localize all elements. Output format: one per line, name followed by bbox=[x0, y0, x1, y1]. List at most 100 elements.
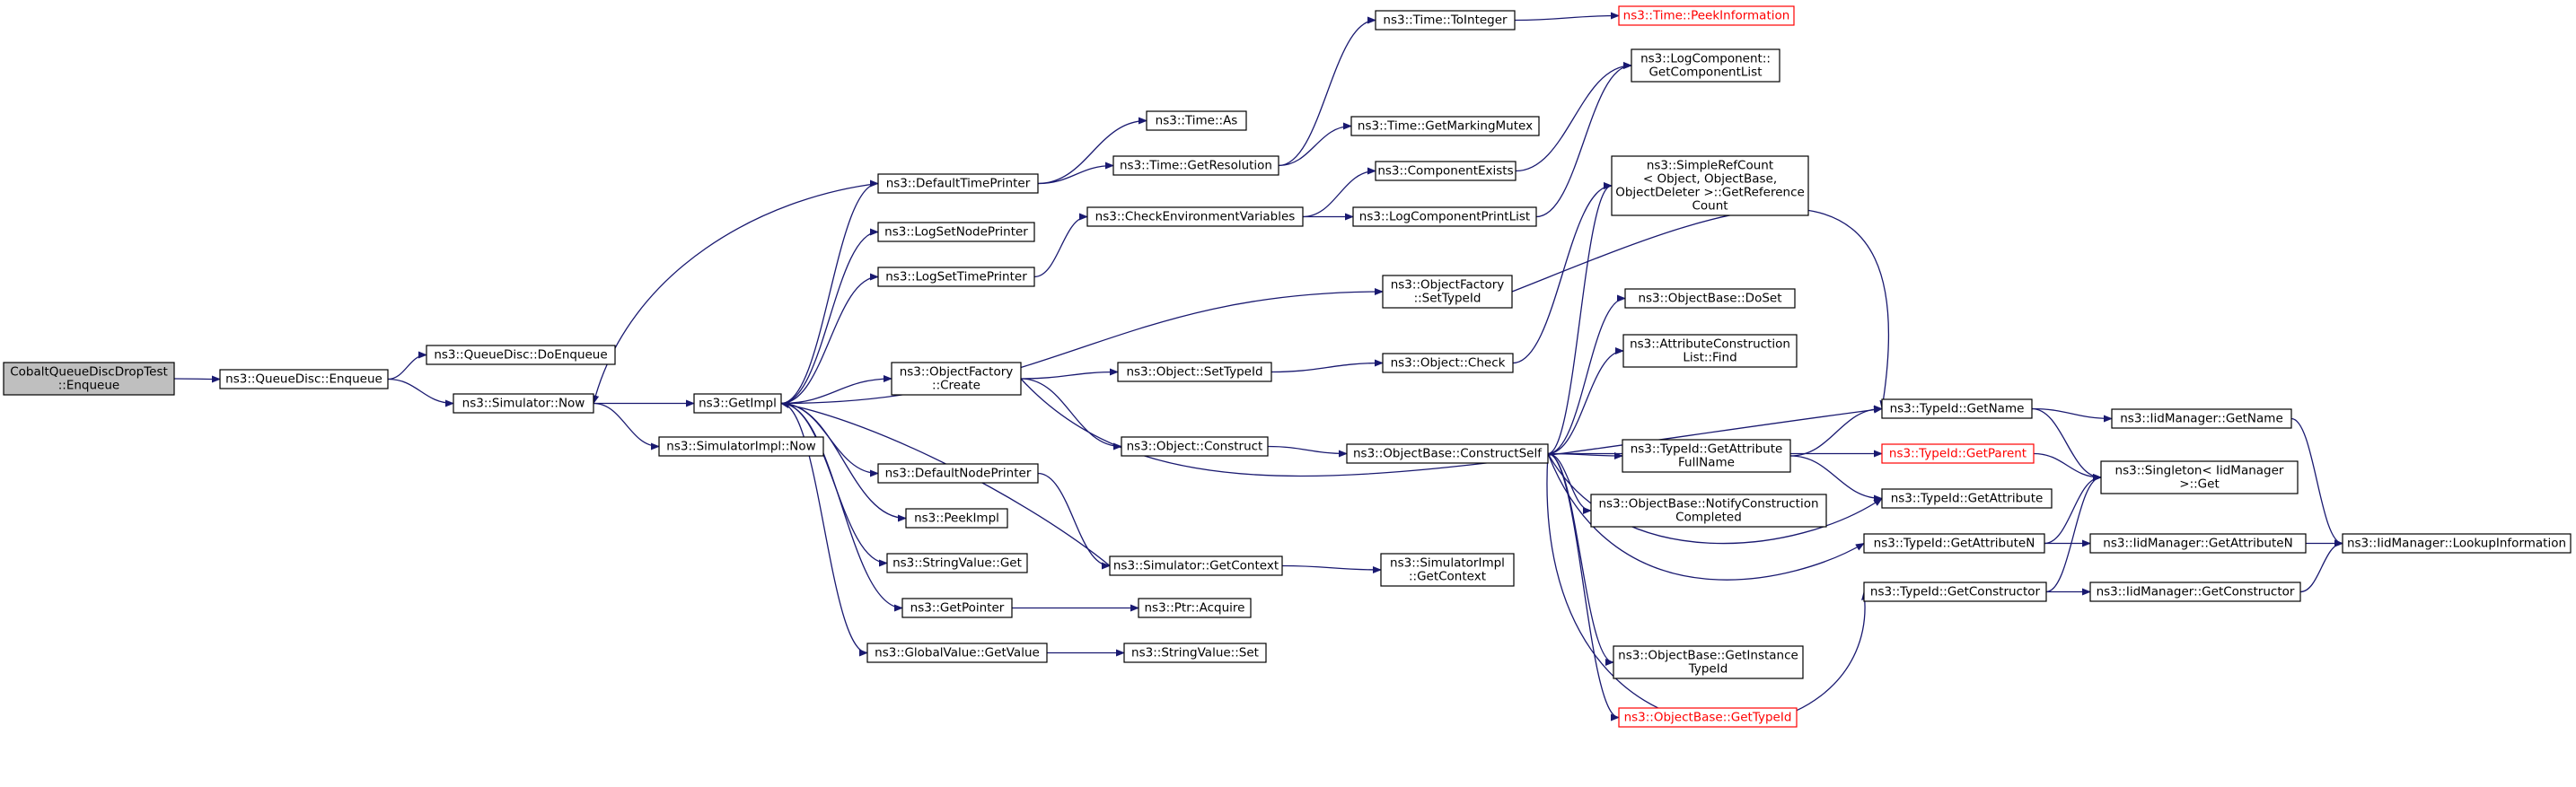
call-edge-line bbox=[1515, 62, 1632, 172]
node-label: ns3::Time::GetResolution bbox=[1120, 159, 1272, 173]
graph-node-time-as[interactable]: ns3::Time::As bbox=[1146, 110, 1247, 131]
call-edge-log_component_printlist-to-log_getcomponentlist bbox=[1535, 62, 1632, 218]
call-edge-object_check-to-simplerefcount bbox=[1512, 182, 1613, 364]
call-edge-qd_enqueue-to-sim_now bbox=[387, 378, 454, 407]
call-edge-typeid_getname-to-iid_getname bbox=[2031, 407, 2113, 423]
graph-node-typeid-getname[interactable]: ns3::TypeId::GetName bbox=[1881, 398, 2033, 419]
graph-node-objectbase-doset[interactable]: ns3::ObjectBase::DoSet bbox=[1624, 288, 1796, 309]
node-label: ::GetContext bbox=[1409, 570, 1486, 584]
graph-node-qd-enqueue[interactable]: ns3::QueueDisc::Enqueue bbox=[219, 369, 389, 389]
node-box bbox=[1613, 645, 1804, 679]
graph-node-getpointer[interactable]: ns3::GetPointer bbox=[901, 598, 1013, 618]
node-box bbox=[901, 598, 1013, 618]
node-box bbox=[877, 173, 1039, 194]
graph-node-log-getcomponentlist[interactable]: ns3::LogComponent::GetComponentList bbox=[1631, 48, 1780, 83]
graph-node-ptr-acquire[interactable]: ns3::Ptr::Acquire bbox=[1138, 598, 1252, 618]
graph-node-objectbase-gettypeid[interactable]: ns3::ObjectBase::GetTypeId bbox=[1618, 707, 1798, 728]
graph-node-typeid-getparent[interactable]: ns3::TypeId::GetParent bbox=[1881, 443, 2035, 464]
node-label: ns3::IidManager::GetConstructor bbox=[2097, 585, 2295, 599]
node-box bbox=[2100, 460, 2299, 494]
graph-node-time-tointeger[interactable]: ns3::Time::ToInteger bbox=[1375, 10, 1516, 31]
call-edge-check_env-to-component_exists bbox=[1302, 167, 1376, 218]
call-edge-iid_getconstructor-to-iid_lookupinformation bbox=[2299, 539, 2343, 593]
call-edge-qd_enqueue-to-qd_doenqueue bbox=[387, 351, 427, 380]
call-edge-line bbox=[1033, 213, 1088, 278]
node-label: ns3::ObjectBase::GetInstance bbox=[1618, 649, 1798, 663]
graph-node-singleton-get[interactable]: ns3::Singleton< IidManager>::Get bbox=[2100, 460, 2299, 494]
graph-node-object-construct[interactable]: ns3::Object::Construct bbox=[1121, 436, 1269, 457]
node-label: ns3::LogSetTimePrinter bbox=[885, 270, 1027, 284]
graph-node-typeid-getattributen[interactable]: ns3::TypeId::GetAttributeN bbox=[1863, 533, 2045, 554]
graph-node-log-node-printer[interactable]: ns3::LogSetNodePrinter bbox=[877, 222, 1035, 242]
node-label: ns3::StringValue::Get bbox=[892, 556, 1022, 571]
call-edge-typeid_getname-to-singleton_get bbox=[2031, 407, 2102, 481]
graph-node-sim-getcontext[interactable]: ns3::Simulator::GetContext bbox=[1109, 555, 1283, 576]
graph-node-default-node-printer[interactable]: ns3::DefaultNodePrinter bbox=[877, 463, 1039, 484]
graph-node-sim-now[interactable]: ns3::Simulator::Now bbox=[453, 393, 594, 414]
graph-node-qd-doenqueue[interactable]: ns3::QueueDisc::DoEnqueue bbox=[426, 345, 616, 365]
node-label: ns3::TypeId::GetAttribute bbox=[1891, 492, 2044, 506]
node-box bbox=[1352, 206, 1537, 227]
node-label: ns3::AttributeConstruction bbox=[1630, 337, 1790, 352]
call-edge-line bbox=[1037, 117, 1147, 185]
graph-node-simimpl-now[interactable]: ns3::SimulatorImpl::Now bbox=[658, 436, 824, 457]
graph-node-stringvalue-set[interactable]: ns3::StringValue::Set bbox=[1123, 643, 1267, 663]
call-edge-line bbox=[1547, 294, 1626, 455]
graph-node-check-env[interactable]: ns3::CheckEnvironmentVariables bbox=[1086, 206, 1304, 227]
graph-node-peekimpl[interactable]: ns3::PeekImpl bbox=[905, 508, 1008, 529]
call-edge-sim_getcontext-to-getimpl bbox=[780, 401, 1111, 567]
node-label: ns3::SimulatorImpl bbox=[1390, 556, 1505, 571]
graph-node-root[interactable]: CobaltQueueDiscDropTest::Enqueue bbox=[3, 362, 175, 396]
node-box bbox=[1375, 161, 1517, 181]
node-label: FullName bbox=[1678, 456, 1735, 470]
call-edge-line bbox=[780, 288, 1384, 405]
graph-node-log-time-printer[interactable]: ns3::LogSetTimePrinter bbox=[877, 267, 1035, 287]
graph-node-globalvalue-getvalue[interactable]: ns3::GlobalValue::GetValue bbox=[866, 643, 1048, 663]
call-edge-line bbox=[780, 228, 879, 405]
graph-node-simimpl-getcontext[interactable]: ns3::SimulatorImpl::GetContext bbox=[1380, 553, 1515, 587]
node-label: ns3::Simulator::GetContext bbox=[1113, 559, 1279, 573]
graph-node-iid-getattributen[interactable]: ns3::IidManager::GetAttributeN bbox=[2089, 533, 2307, 554]
call-edge-getimpl-to-objfactory_create bbox=[780, 375, 892, 405]
graph-node-time-getmarkingmutex[interactable]: ns3::Time::GetMarkingMutex bbox=[1350, 116, 1540, 136]
node-label: ns3::TypeId::GetAttributeN bbox=[1874, 537, 2035, 551]
graph-node-object-settypeid[interactable]: ns3::Object::SetTypeId bbox=[1117, 362, 1272, 382]
node-label: GetComponentList bbox=[1648, 66, 1762, 80]
node-label: ns3::ComponentExists bbox=[1377, 164, 1513, 179]
graph-node-component-exists[interactable]: ns3::ComponentExists bbox=[1375, 161, 1517, 181]
call-edge-typeid_getconstructor-to-singleton_get bbox=[2045, 474, 2102, 593]
node-label: ns3::GlobalValue::GetValue bbox=[875, 646, 1040, 660]
node-box bbox=[1146, 110, 1247, 131]
graph-node-objectbase-constructself[interactable]: ns3::ObjectBase::ConstructSelf bbox=[1346, 443, 1549, 464]
graph-node-objfactory-settypeid[interactable]: ns3::ObjectFactory::SetTypeId bbox=[1382, 275, 1513, 309]
graph-node-time-peekinformation[interactable]: ns3::Time::PeekInformation bbox=[1618, 5, 1795, 26]
graph-node-objfactory-create[interactable]: ns3::ObjectFactory::Create bbox=[891, 362, 1022, 396]
graph-node-log-component-printlist[interactable]: ns3::LogComponentPrintList bbox=[1352, 206, 1537, 227]
node-label: ns3::SimulatorImpl::Now bbox=[666, 440, 815, 454]
graph-node-getimpl[interactable]: ns3::GetImpl bbox=[693, 393, 782, 414]
call-edge-objectbase_constructself-to-objectbase_doset bbox=[1547, 294, 1626, 455]
graph-node-typeid-getattribute[interactable]: ns3::TypeId::GetAttribute bbox=[1881, 488, 2053, 509]
node-box bbox=[1622, 334, 1798, 368]
graph-node-iid-lookupinformation[interactable]: ns3::IidManager::LookupInformation bbox=[2342, 533, 2572, 554]
call-edge-line bbox=[2033, 452, 2102, 481]
graph-node-iid-getname[interactable]: ns3::IidManager::GetName bbox=[2111, 408, 2292, 429]
graph-node-stringvalue-get[interactable]: ns3::StringValue::Get bbox=[886, 553, 1028, 573]
graph-node-time-getresolution[interactable]: ns3::Time::GetResolution bbox=[1112, 155, 1279, 176]
graph-node-default-time-printer[interactable]: ns3::DefaultTimePrinter bbox=[877, 173, 1039, 194]
node-label: ns3::ObjectBase::ConstructSelf bbox=[1353, 447, 1543, 461]
node-box bbox=[886, 553, 1028, 573]
graph-node-objectbase-notify[interactable]: ns3::ObjectBase::NotifyConstructionCompl… bbox=[1590, 494, 1827, 528]
graph-node-object-check[interactable]: ns3::Object::Check bbox=[1382, 353, 1514, 373]
call-edge-default_time_printer-to-sim_now bbox=[592, 182, 879, 405]
call-edge-objectbase_constructself-to-objectbase_getinstance bbox=[1547, 452, 1614, 666]
call-edge-getimpl-to-objfactory_settypeid bbox=[780, 288, 1384, 405]
call-edge-objectbase_constructself-to-objectbase_gettypeid bbox=[1547, 452, 1620, 721]
node-box bbox=[2342, 533, 2572, 554]
graph-node-typeid-getconstructor[interactable]: ns3::TypeId::GetConstructor bbox=[1863, 582, 2047, 602]
graph-node-iid-getconstructor[interactable]: ns3::IidManager::GetConstructor bbox=[2089, 582, 2301, 602]
graph-node-simplerefcount[interactable]: ns3::SimpleRefCount< Object, ObjectBase,… bbox=[1611, 155, 1809, 216]
